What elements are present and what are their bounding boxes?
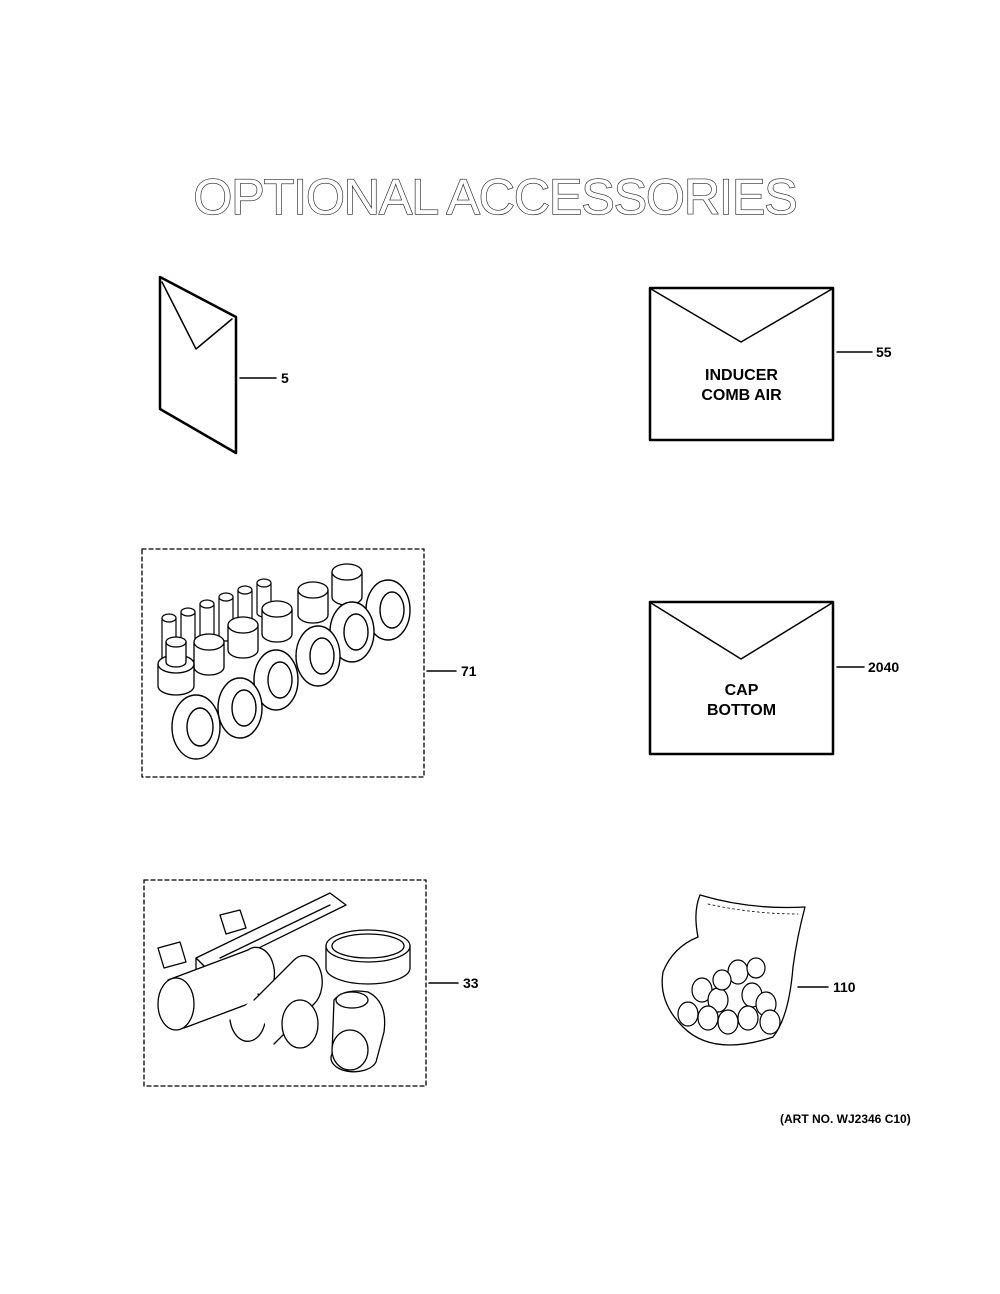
callout-5: 5 [281, 370, 289, 386]
envelope-label-line2: COMB AIR [701, 387, 782, 404]
art-number: (ART NO. WJ2346 C10) [780, 1112, 911, 1126]
envelope-label-cap: CAP BOTTOM [650, 681, 833, 721]
envelope-label-line2: BOTTOM [706, 702, 777, 719]
callout-71: 71 [461, 663, 477, 679]
envelope-label-inducer: INDUCER COMB AIR [650, 366, 833, 406]
vent-pipe-kit-drawing [143, 879, 459, 1087]
manual-booklet-drawing [158, 275, 277, 455]
callout-2040: 2040 [868, 659, 900, 675]
callout-33: 33 [463, 975, 479, 991]
callout-110: 110 [833, 979, 856, 995]
bushing-kit-drawing [141, 548, 457, 778]
callout-55: 55 [876, 344, 892, 360]
envelope-inducer-drawing [648, 286, 873, 442]
page-title: OPTIONAL ACCESSORIES [193, 168, 799, 225]
hardware-bag-drawing [661, 894, 829, 1046]
envelope-cap-drawing [648, 600, 865, 756]
envelope-label-line1: CAP [724, 682, 759, 699]
envelope-label-line1: INDUCER [705, 367, 778, 384]
